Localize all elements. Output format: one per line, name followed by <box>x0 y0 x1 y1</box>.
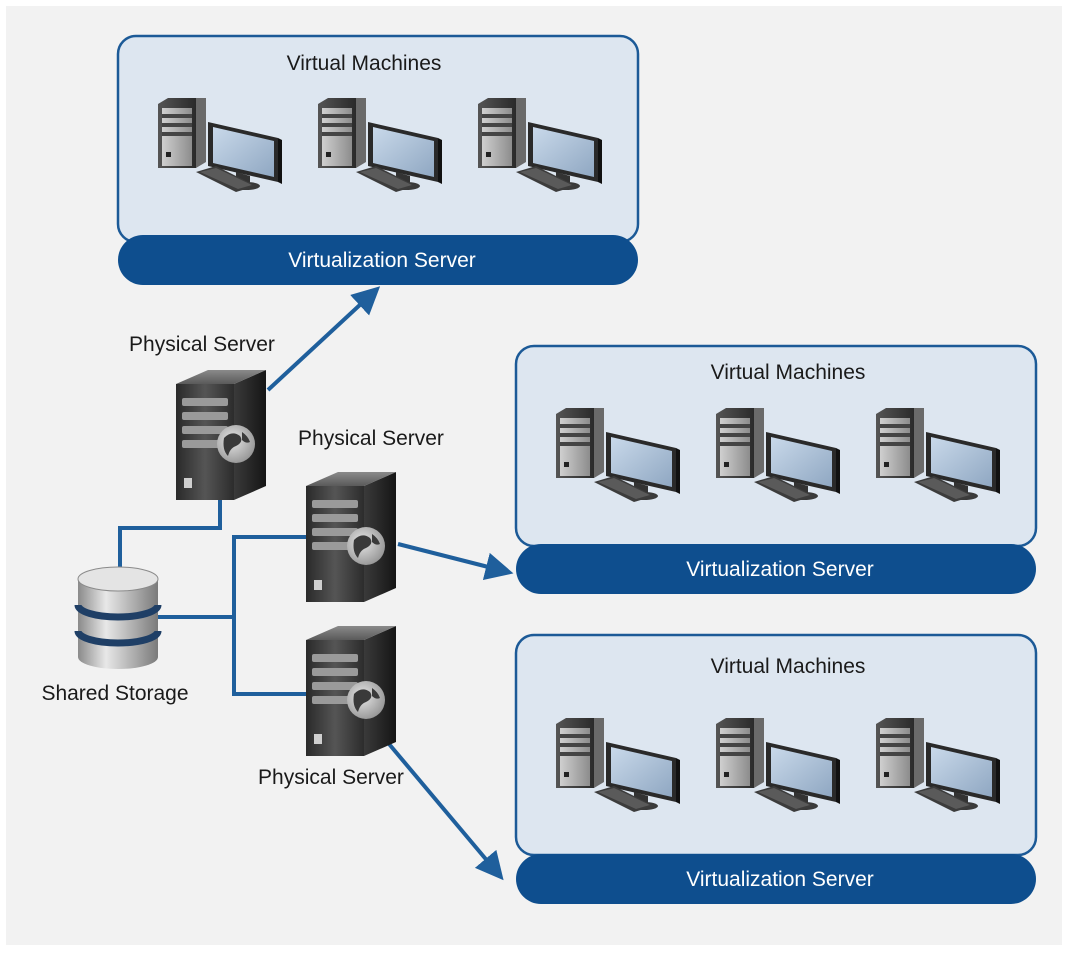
physical-server-label: Physical Server <box>129 333 275 356</box>
connector-storage-server-1 <box>118 490 222 568</box>
virtualization-server-label: Virtualization Server <box>288 249 476 272</box>
virtualization-group: Virtual Machines Virtualization Server <box>514 344 1038 594</box>
server-tower-icon <box>176 370 266 500</box>
arrow-server-1-to-virtualization <box>266 286 381 392</box>
shared-storage-label: Shared Storage <box>41 682 188 705</box>
physical-server: Physical Server <box>129 333 275 500</box>
physical-server-label: Physical Server <box>298 427 444 450</box>
virtualization-group: Virtual Machines Virtualization Server <box>514 633 1038 904</box>
virtualization-server-label: Virtualization Server <box>686 868 874 891</box>
arrow-server-2-to-virtualization <box>397 542 514 581</box>
virtual-machines-label: Virtual Machines <box>711 361 866 384</box>
connectors <box>118 286 514 881</box>
database-icon <box>78 567 158 669</box>
connector-bus <box>232 535 308 696</box>
virtualization-server-bar <box>516 854 1036 904</box>
physical-server: Physical Server <box>258 626 404 789</box>
virtualization-server-bar <box>516 544 1036 594</box>
virtualization-server-label: Virtualization Server <box>686 558 874 581</box>
server-tower-icon <box>306 626 396 756</box>
physical-server: Physical Server <box>298 427 444 602</box>
shared-storage: Shared Storage <box>41 567 189 705</box>
virtualization-server-bar <box>118 235 638 285</box>
server-tower-icon <box>306 472 396 602</box>
virtual-machines-label: Virtual Machines <box>287 52 442 75</box>
arrow-server-3-to-virtualization <box>382 736 504 881</box>
physical-server-label: Physical Server <box>258 766 404 789</box>
virtualization-group: Virtual Machines Virtualization Server <box>116 34 640 285</box>
virtual-machines-label: Virtual Machines <box>711 655 866 678</box>
